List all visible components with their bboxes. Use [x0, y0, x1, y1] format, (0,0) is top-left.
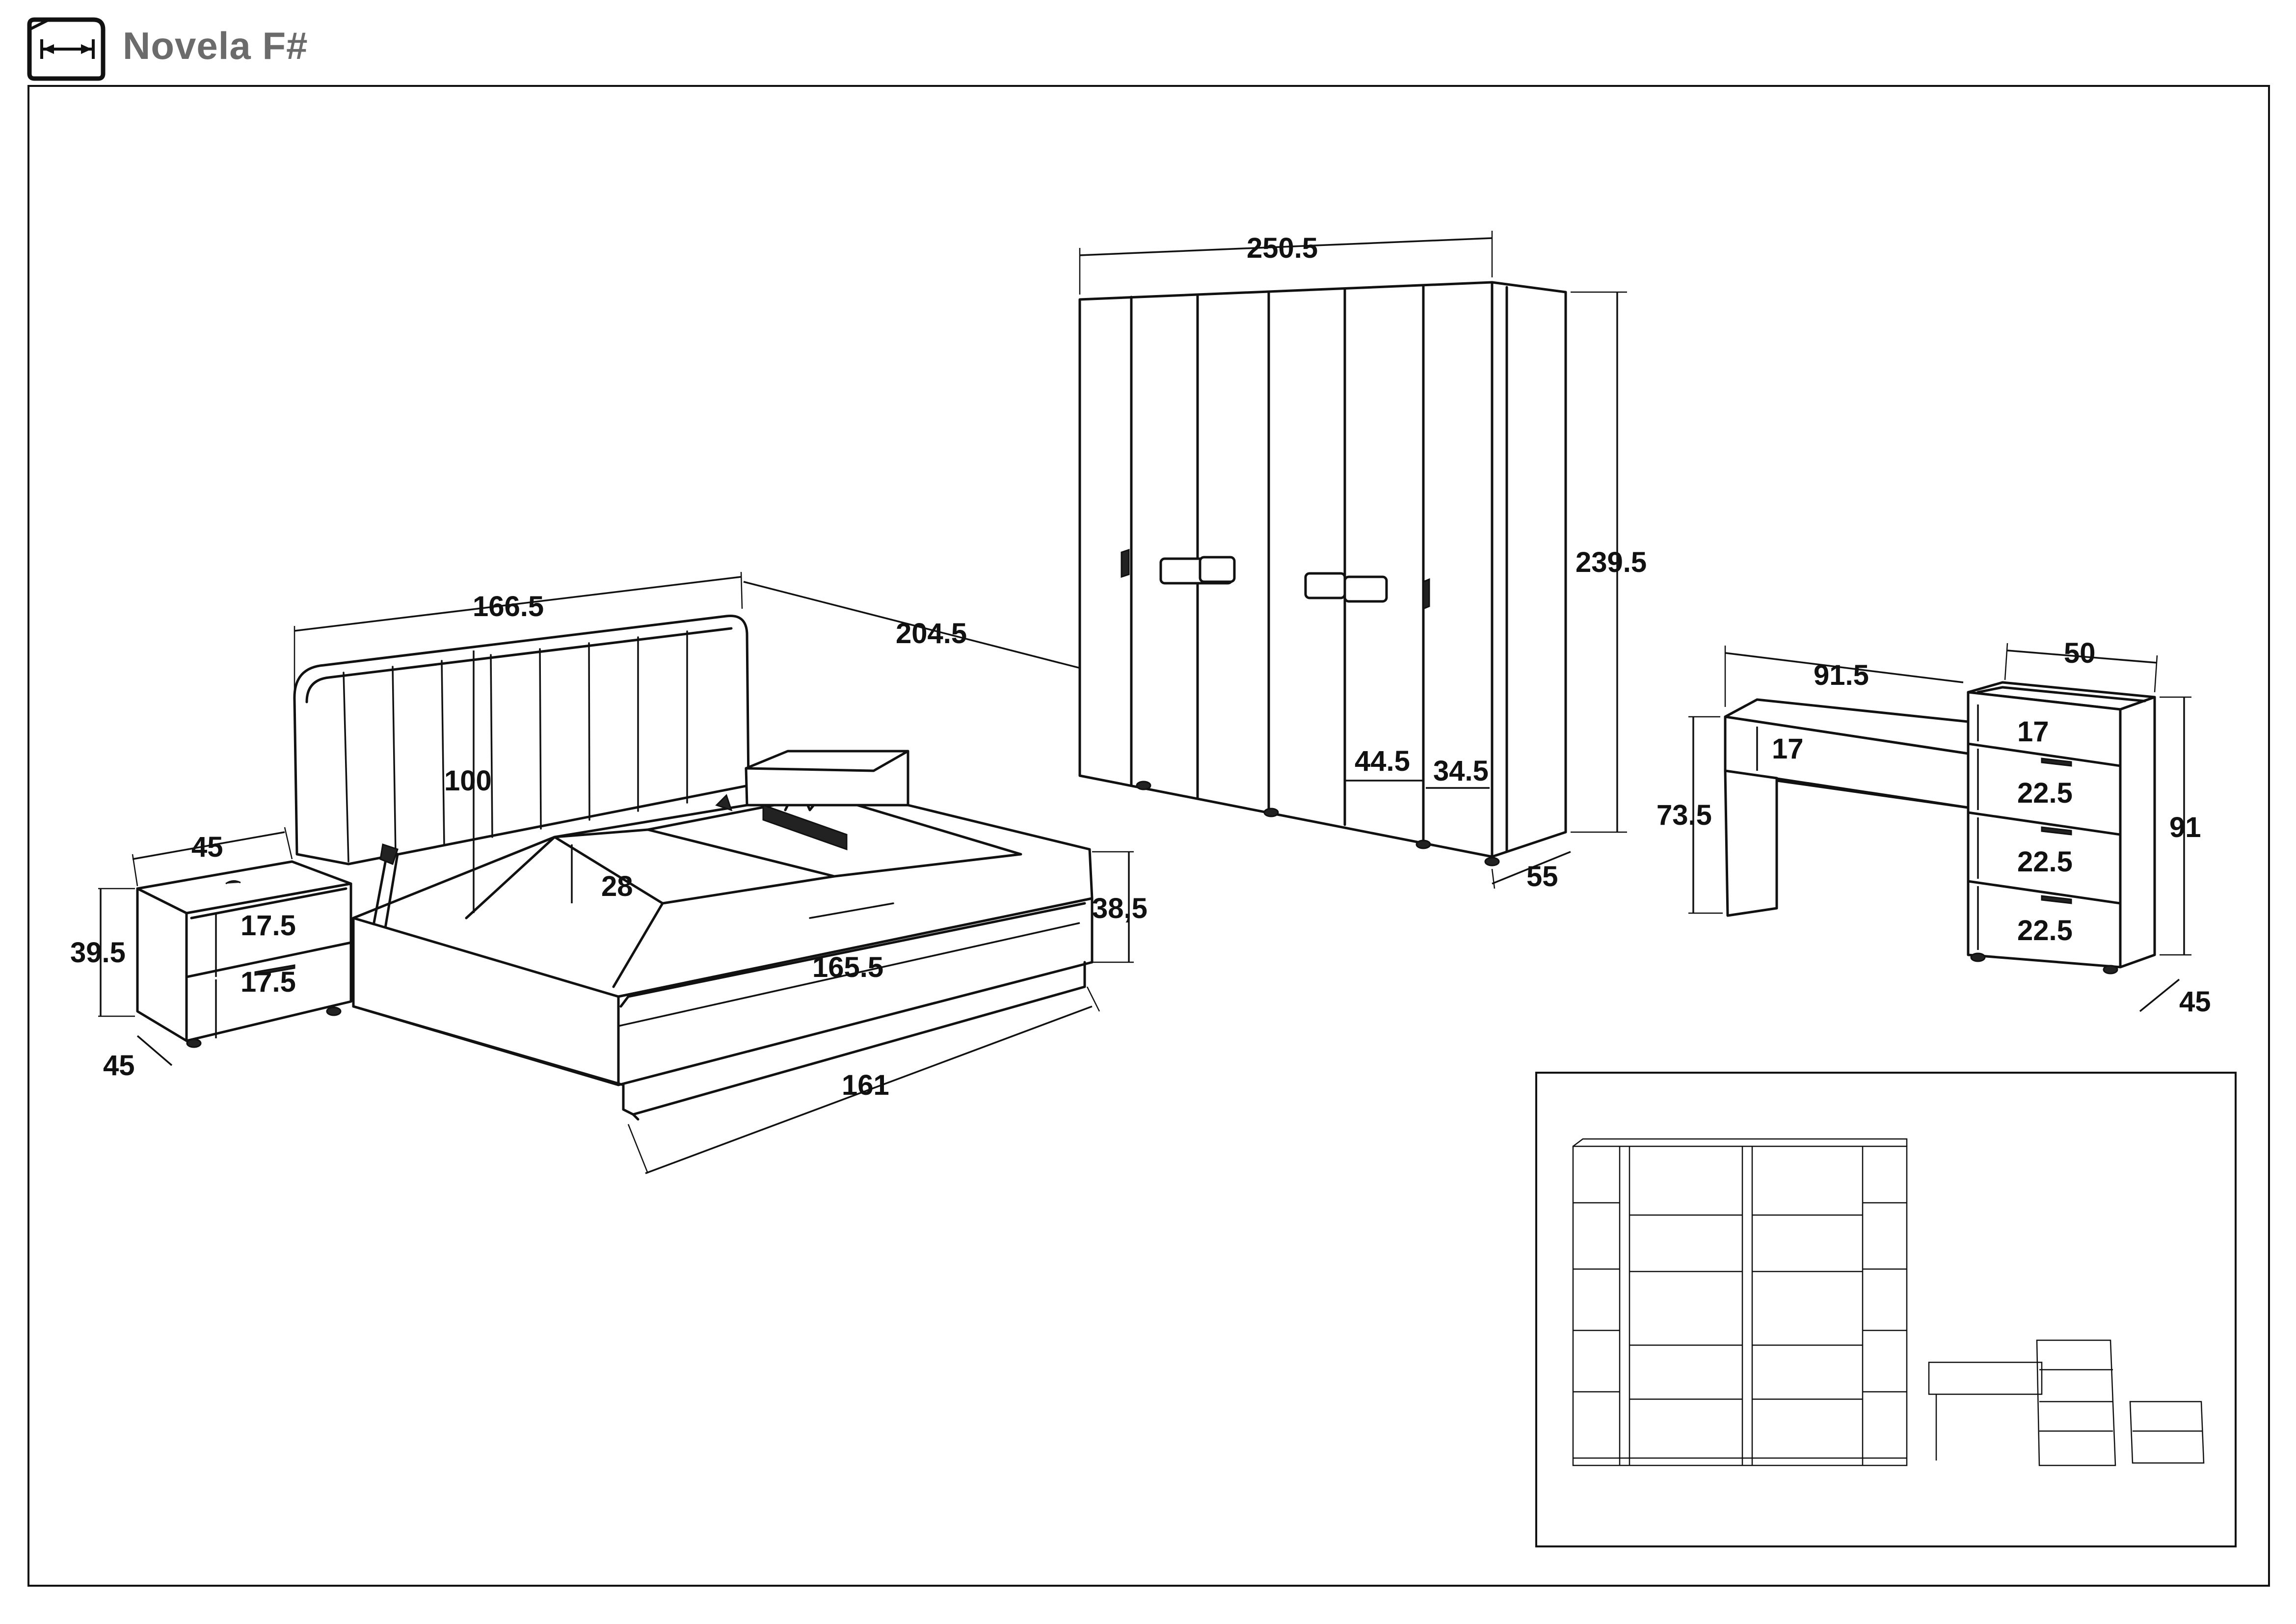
drawing-frame	[27, 85, 2270, 1587]
wardrobe-depth-label: 55	[1526, 861, 1558, 893]
page-title: Novela F#	[123, 24, 308, 67]
bed-base-width-label: 161	[842, 1069, 889, 1101]
chest-drawer-2-label: 22.5	[2017, 777, 2073, 809]
chest-drawing	[1967, 643, 2191, 1012]
nightstand-depth-label: 45	[103, 1050, 135, 1082]
wardrobe-drawing	[1078, 231, 1627, 889]
bed-drawing	[293, 571, 1134, 1174]
dressing-table-height-label: 73.5	[1656, 799, 1712, 831]
dressing-table-width-label: 91.5	[1814, 659, 1869, 691]
chest-drawer-4-label: 22.5	[2017, 915, 2073, 947]
wardrobe-width-label: 250.5	[1247, 232, 1318, 264]
wardrobe-door-narrow-label: 34.5	[1433, 755, 1489, 787]
bed-inner-width-label: 165.5	[812, 951, 883, 983]
chest-width-label: 50	[2064, 637, 2096, 669]
wardrobe-door-wide-label: 44.5	[1355, 745, 1410, 777]
nightstand-width-label: 45	[191, 831, 223, 863]
chest-drawer-1-label: 17	[2017, 716, 2049, 748]
bed-headboard-width-label: 166.5	[473, 591, 544, 623]
inset-overview	[1535, 1072, 2237, 1547]
nightstand-height-label: 39.5	[70, 937, 126, 969]
dimension-labels: 166.5 204.5 100 28 165.5 161 38,5 45 39.…	[70, 232, 2211, 1101]
chest-depth-label: 45	[2179, 986, 2211, 1018]
dimension-ruler-icon	[27, 17, 106, 81]
bed-length-label: 204.5	[896, 618, 967, 650]
bed-frame-height-label: 38,5	[1092, 893, 1148, 924]
nightstand-drawer-top-label: 17.5	[240, 910, 296, 942]
nightstand-drawing	[98, 827, 352, 1066]
wardrobe-height-label: 239.5	[1575, 546, 1647, 578]
bed-storage-depth-label: 28	[601, 870, 633, 902]
bed-headboard-height-label: 100	[444, 765, 492, 797]
nightstand-drawer-bottom-label: 17.5	[240, 966, 296, 998]
chest-height-label: 91	[2169, 812, 2201, 843]
chest-drawer-3-label: 22.5	[2017, 846, 2073, 878]
dressing-table-drawer-label: 17	[1772, 733, 1804, 765]
